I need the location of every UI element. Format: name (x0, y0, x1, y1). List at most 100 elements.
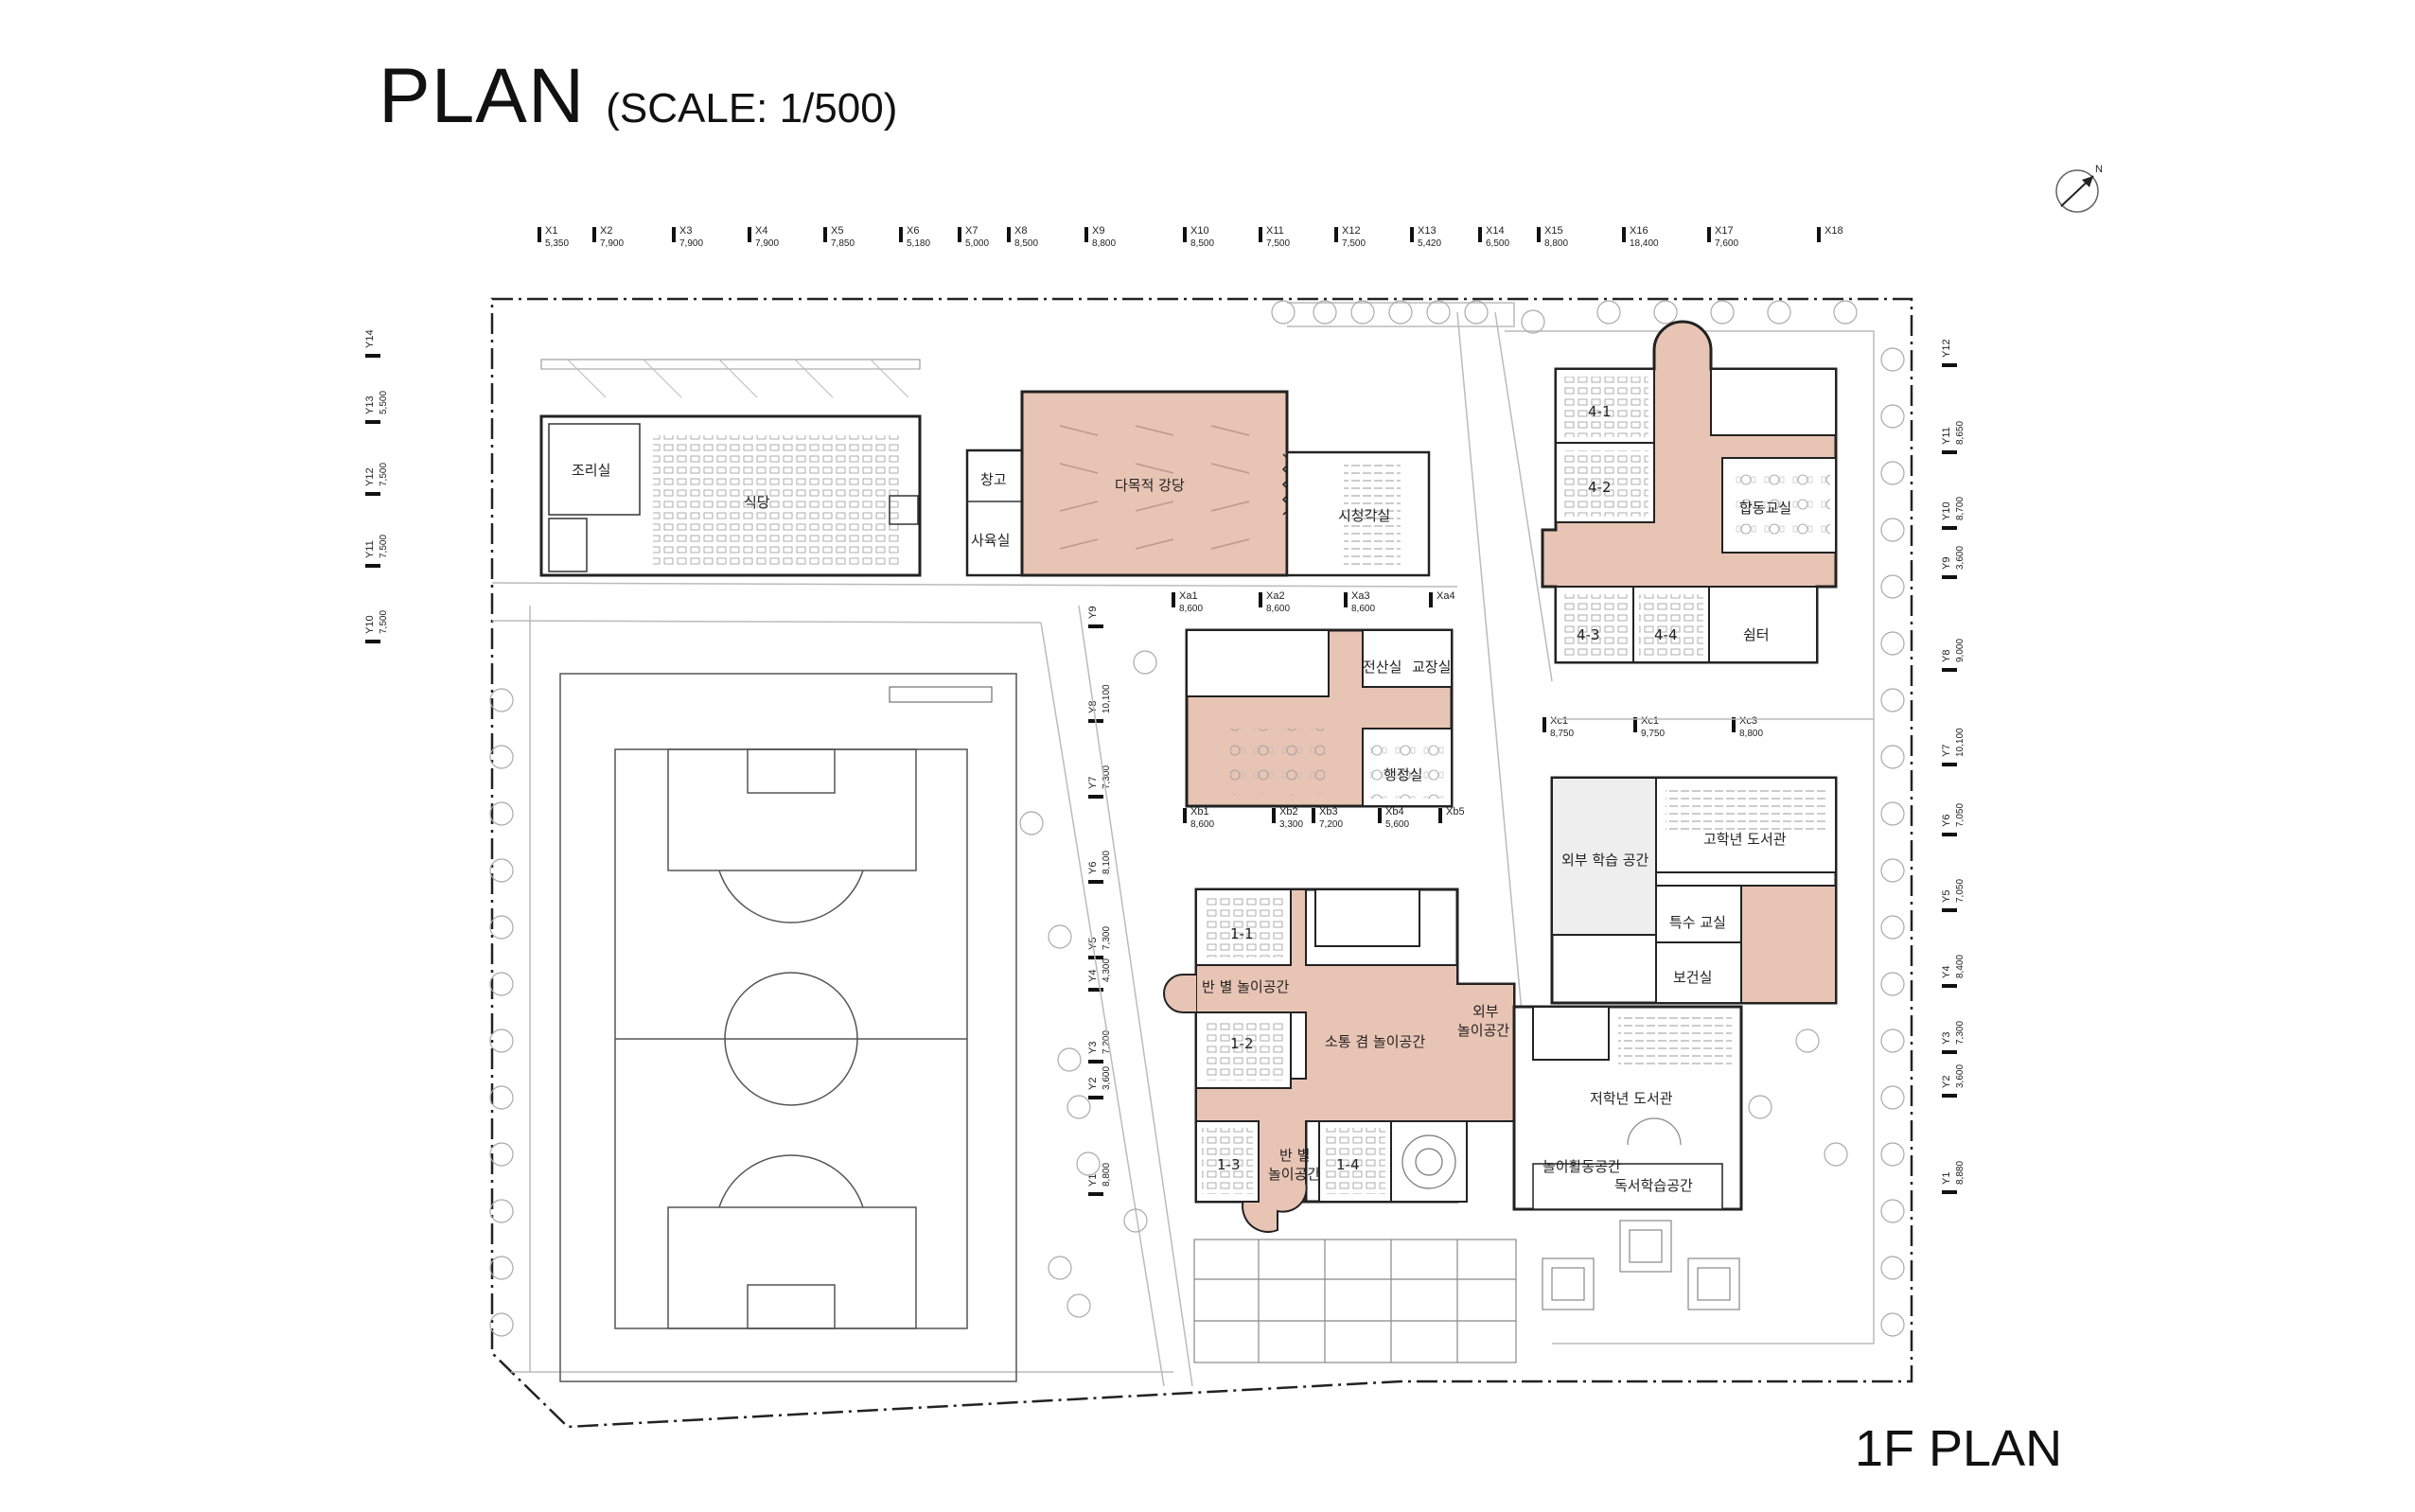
grid-id: Xb1 (1190, 806, 1209, 818)
tree-icon (1426, 300, 1451, 325)
grid-marker-x9: X98,800 (1084, 225, 1116, 249)
grid-marker-x8: X88,500 (1007, 225, 1038, 249)
grid-dim: 8,800 (1102, 1163, 1112, 1187)
grid-id: Y2 (1941, 1076, 1952, 1088)
tree-icon (1653, 300, 1678, 325)
room-comm-play: 소통 겸 놀이공간 (1325, 1033, 1425, 1050)
room-office-small: 사육실 (971, 532, 1010, 549)
grid-id: X11 (1266, 225, 1284, 237)
tree-icon (489, 858, 514, 883)
room-4-3: 4-3 (1577, 626, 1600, 643)
grid-id: X15 (1544, 225, 1563, 237)
north-arrow-icon: N (2055, 164, 2103, 213)
grid-id: Xb2 (1279, 806, 1298, 818)
grid-id: X16 (1630, 225, 1648, 237)
tree-icon (1880, 688, 1905, 712)
tree-icon (1880, 972, 1905, 996)
room-auditorium: 다목적 강당 (1115, 477, 1185, 494)
grid-dim: 8,800 (1092, 238, 1116, 249)
x-grid-axis: X15,350X27,900X37,900X47,900X57,850X65,1… (538, 225, 1843, 249)
grid-id: X6 (907, 225, 919, 237)
grid-dim: 7,500 (379, 610, 389, 634)
grid-id: X18 (1824, 225, 1843, 237)
grid-dim: 7,200 (1319, 819, 1343, 830)
tree-icon (489, 915, 514, 940)
grid-id: Y8 (1941, 650, 1952, 662)
grid-id: X7 (965, 225, 978, 237)
grid-dim: 7,850 (831, 238, 855, 249)
site-paths (491, 302, 1875, 1387)
tree-icon (1076, 1152, 1101, 1176)
tree-icon (1464, 300, 1489, 325)
grid-dim: 7,500 (1266, 238, 1290, 249)
grid-dim: 8,750 (1550, 729, 1574, 739)
tree-icon (1880, 1085, 1905, 1110)
plan-title: PLAN (SCALE: 1/500) (379, 52, 897, 141)
grid-dim: 7,300 (1955, 1021, 1965, 1045)
tree-icon (1057, 1047, 1082, 1072)
grid-dim: 8,880 (1955, 1161, 1965, 1185)
tree-icon (1880, 347, 1905, 372)
grid-id: Y3 (1941, 1032, 1952, 1045)
tree-icon (1880, 1029, 1905, 1053)
grid-id: X9 (1092, 225, 1104, 237)
grid-id: Xb3 (1319, 806, 1338, 818)
grid-dim: 3,600 (1955, 546, 1965, 570)
grid-dim: 3,300 (1279, 819, 1303, 830)
tree-icon (1824, 1142, 1848, 1167)
room-upper-library: 고학년 도서관 (1703, 831, 1787, 848)
grid-id: Xc3 (1739, 715, 1757, 727)
grid-dim: 8,600 (1351, 604, 1375, 614)
grid-id: Y11 (1941, 427, 1952, 445)
north-label: N (2095, 164, 2103, 175)
grid-id: Y9 (1087, 607, 1099, 619)
grid-id: Y14 (364, 329, 376, 348)
room-principal: 교장실 (1412, 659, 1451, 676)
tree-icon (489, 801, 514, 826)
tree-icon (1313, 300, 1337, 325)
playground (1193, 1220, 1740, 1363)
tree-icon (489, 688, 514, 712)
grid-id: Y3 (1087, 1042, 1099, 1054)
room-outdoor-play-b: 놀이공간 (1457, 1022, 1509, 1039)
tree-icon (1521, 309, 1545, 334)
tree-icon (1880, 745, 1905, 769)
grid-id: Y4 (1087, 970, 1099, 982)
grid-id: Xa3 (1351, 590, 1370, 602)
grid-marker-x6: X65,180 (899, 225, 930, 249)
grid-id: Y1 (1087, 1174, 1099, 1187)
grid-marker-x5: X57,850 (823, 225, 855, 249)
tree-icon (1123, 1208, 1148, 1233)
grade1-building (1163, 888, 1516, 1233)
tree-icon (489, 1256, 514, 1280)
title-scale: (SCALE: 1/500) (606, 85, 898, 132)
grid-dim: 7,900 (600, 238, 624, 249)
tree-icon (1880, 1199, 1905, 1223)
room-1-2: 1-2 (1230, 1035, 1254, 1052)
upper-library-building (1550, 776, 1838, 1005)
room-1-4: 1-4 (1336, 1156, 1360, 1173)
grid-dim: 7,300 (1102, 926, 1112, 950)
grid-marker-x4: X47,900 (748, 225, 779, 249)
room-class-play: 반 별 놀이공간 (1202, 978, 1290, 995)
grid-dim: 5,420 (1418, 238, 1441, 249)
grid-dim: 10,100 (1955, 728, 1965, 757)
grid-id: X1 (545, 225, 557, 237)
grid-id: Y10 (364, 615, 376, 634)
auditorium-building (1020, 390, 1431, 577)
grid-id: Y9 (1941, 557, 1952, 570)
tree-icon (1019, 811, 1044, 835)
grid-marker-x2: X27,900 (592, 225, 624, 249)
grid-id: Y5 (1941, 890, 1952, 903)
